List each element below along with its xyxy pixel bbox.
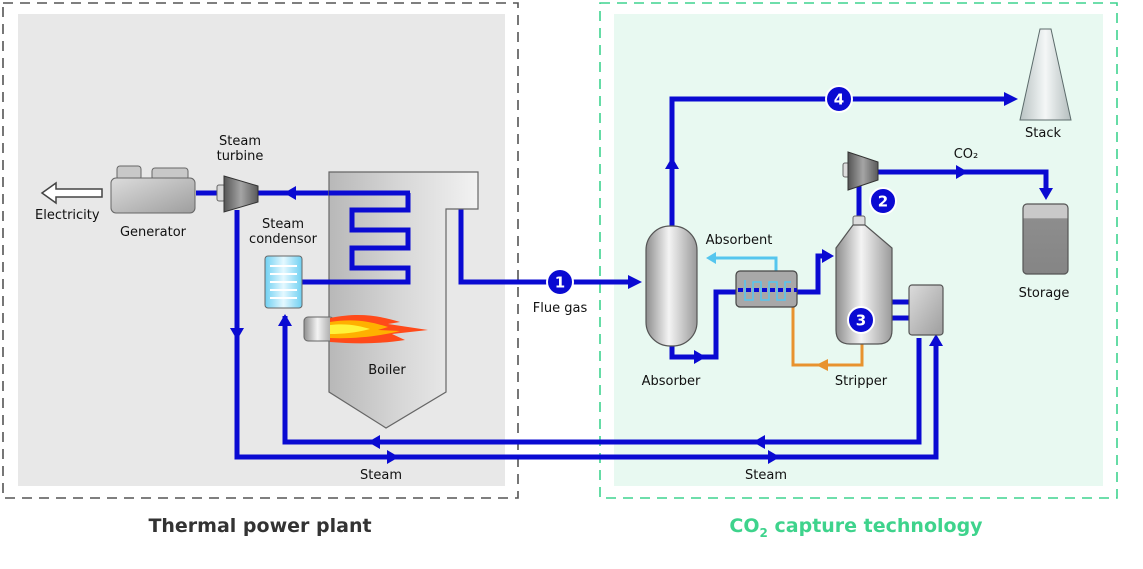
arrow-icon xyxy=(278,314,292,326)
reboiler xyxy=(908,284,944,336)
stripper-label: Stripper xyxy=(835,374,888,389)
badge-4: 4 xyxy=(825,85,853,113)
generator-label: Generator xyxy=(120,225,187,240)
co2-storage xyxy=(1022,203,1069,275)
absorber-label: Absorber xyxy=(642,374,701,389)
steam-turbine xyxy=(216,175,259,213)
capture-caption: CO2 capture technology xyxy=(729,515,983,540)
pipe-flue-gas xyxy=(458,209,636,285)
pipe-steam-inner xyxy=(282,316,922,445)
electricity-label: Electricity xyxy=(35,208,100,223)
badge-3-number: 3 xyxy=(856,312,866,330)
arrow-icon xyxy=(230,328,244,340)
pipe-co2-storage xyxy=(877,169,1049,195)
steam-label-right: Steam xyxy=(745,468,787,483)
flame-icon xyxy=(330,315,428,344)
absorbent-arrow-icon xyxy=(706,252,716,264)
steam-turbine-label-line2: turbine xyxy=(217,149,264,164)
arrow-icon xyxy=(284,186,296,200)
co2-label: CO₂ xyxy=(954,147,979,162)
badge-2-number: 2 xyxy=(878,193,888,211)
pipe-to-stack xyxy=(669,96,1013,228)
arrow-icon xyxy=(1004,92,1018,106)
capture-caption-suffix: capture technology xyxy=(768,515,983,537)
steam-turbine-label-line1: Steam xyxy=(219,134,261,149)
absorber xyxy=(645,225,698,347)
arrow-icon xyxy=(822,249,834,263)
burner xyxy=(303,316,335,342)
pipe-rich-absorbent xyxy=(669,253,830,360)
electricity-arrow-icon xyxy=(40,181,103,205)
flow-arrows xyxy=(230,92,1053,464)
badge-2: 2 xyxy=(869,187,897,215)
steam-label-left: Steam xyxy=(360,468,402,483)
co2-compressor xyxy=(842,151,879,191)
badge-1-number: 1 xyxy=(555,274,565,292)
arrow-icon xyxy=(665,157,679,169)
badge-1: 1 xyxy=(546,268,574,296)
stack-label: Stack xyxy=(1025,126,1061,141)
steam-condenser-label-line1: Steam xyxy=(262,217,304,232)
capture-caption-subscript: 2 xyxy=(760,526,768,540)
arrow-icon xyxy=(768,450,780,464)
return-arrow-icon xyxy=(816,359,828,371)
generator xyxy=(110,165,196,214)
arrow-icon xyxy=(387,450,399,464)
stack xyxy=(1019,28,1072,121)
boiler xyxy=(328,171,479,429)
steam-condenser-label-line2: condensor xyxy=(249,232,318,247)
capture-section-border xyxy=(599,2,1118,499)
arrow-icon xyxy=(753,435,765,449)
steam-condenser xyxy=(264,255,303,309)
arrow-icon xyxy=(1039,188,1053,200)
capture-caption-prefix: CO xyxy=(729,515,759,537)
plant-section-border xyxy=(2,2,519,499)
flue-gas-label: Flue gas xyxy=(533,301,588,316)
arrow-icon xyxy=(368,435,380,449)
arrow-icon xyxy=(956,165,968,179)
plant-caption: Thermal power plant xyxy=(148,515,371,537)
boiler-coil xyxy=(300,193,411,285)
absorbent-label: Absorbent xyxy=(706,233,773,248)
arrow-icon xyxy=(929,334,943,346)
badge-3: 3 xyxy=(847,306,875,334)
storage-label: Storage xyxy=(1019,286,1070,301)
arrow-icon xyxy=(628,275,642,289)
heat-exchanger xyxy=(735,270,798,308)
badge-4-number: 4 xyxy=(834,91,844,109)
arrow-icon xyxy=(694,350,706,364)
boiler-label: Boiler xyxy=(368,363,406,378)
